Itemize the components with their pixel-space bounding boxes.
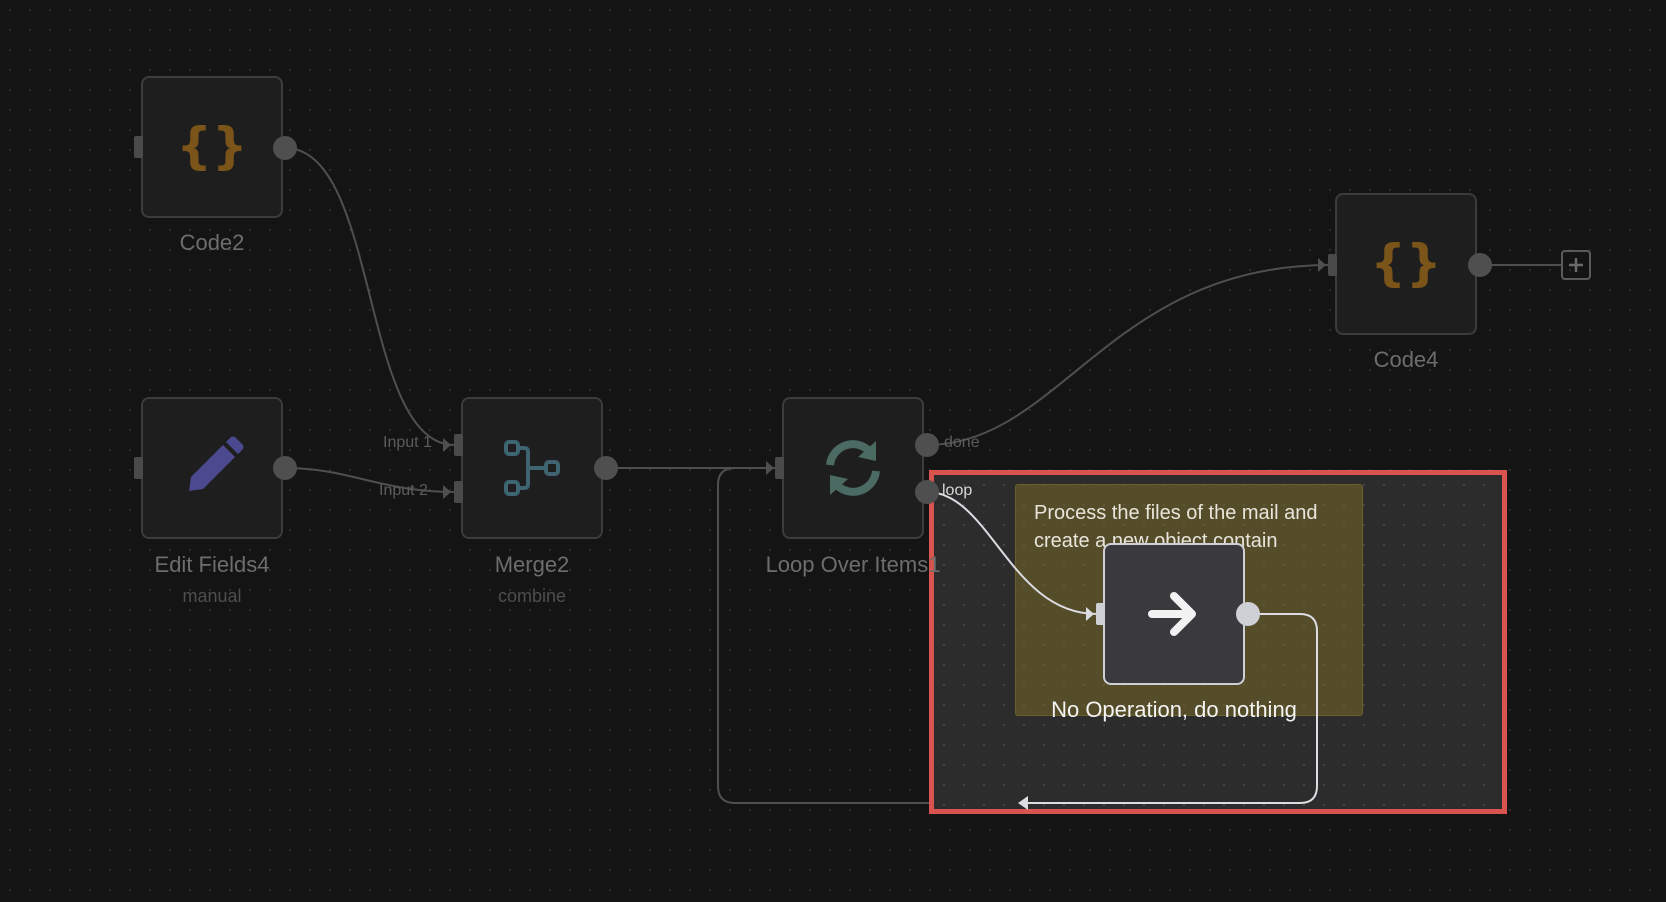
node-subtitle-edit-fields4: manual — [182, 586, 242, 606]
node-merge2[interactable] — [461, 397, 603, 539]
curly-braces-icon: {} — [1374, 234, 1438, 292]
svg-text:{}: {} — [1374, 234, 1438, 292]
output-handle-done[interactable] — [915, 433, 939, 457]
node-title-edit-fields4: Edit Fields4 — [154, 552, 270, 577]
input-handle[interactable] — [134, 457, 143, 479]
output-handle[interactable] — [1468, 253, 1492, 277]
output-handle[interactable] — [273, 136, 297, 160]
merge-icon — [504, 440, 560, 496]
node-loop-over-items1[interactable] — [782, 397, 924, 539]
node-subtitle-merge2: combine — [497, 586, 567, 606]
output-handle-loop[interactable] — [915, 480, 939, 504]
port-label-loop: loop — [942, 482, 973, 499]
output-handle[interactable] — [1236, 602, 1260, 626]
add-node-button[interactable] — [1561, 250, 1591, 280]
plus-icon — [1569, 258, 1583, 272]
node-title-loop-over-items1: Loop Over Items1 — [765, 552, 941, 577]
edge-editfields4-merge2[interactable] — [284, 467, 456, 493]
edge-noop-return[interactable] — [1020, 613, 1318, 804]
node-no-operation[interactable] — [1103, 543, 1245, 685]
node-title-code4: Code4 — [1373, 347, 1439, 372]
input-handle[interactable] — [1328, 254, 1337, 276]
refresh-icon — [826, 440, 880, 496]
output-handle[interactable] — [594, 456, 618, 480]
port-label-input2: Input 2 — [379, 482, 428, 499]
edge-code2-merge2[interactable] — [284, 147, 456, 446]
edge-loop-noop[interactable] — [926, 491, 1098, 615]
node-edit-fields4[interactable] — [141, 397, 283, 539]
input-handle[interactable] — [134, 136, 143, 158]
node-code2[interactable]: {} — [141, 76, 283, 218]
input-handle-1[interactable] — [454, 434, 463, 456]
node-title-no-operation: No Operation, do nothing — [1051, 697, 1297, 722]
node-code4[interactable]: {} — [1335, 193, 1477, 335]
node-title-code2: Code2 — [179, 230, 245, 255]
output-handle[interactable] — [273, 456, 297, 480]
input-handle[interactable] — [775, 457, 784, 479]
input-handle[interactable] — [1096, 603, 1105, 625]
port-label-input1: Input 1 — [383, 434, 432, 451]
svg-text:{}: {} — [180, 117, 244, 175]
input-handle-2[interactable] — [454, 481, 463, 503]
edge-loop-back[interactable] — [717, 467, 1020, 804]
port-label-done: done — [944, 434, 980, 451]
edge-loop-done-code4[interactable] — [926, 264, 1331, 446]
pencil-icon — [189, 436, 244, 491]
arrow-right-icon — [1148, 592, 1196, 636]
node-title-merge2: Merge2 — [494, 552, 570, 577]
curly-braces-icon: {} — [180, 117, 244, 175]
